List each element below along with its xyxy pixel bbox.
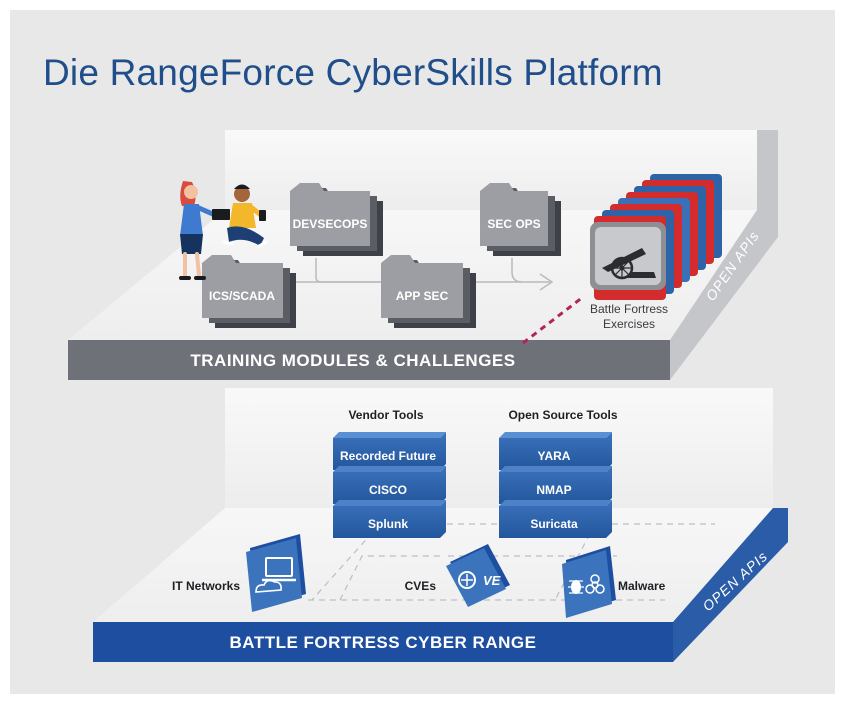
range-layer: BATTLE FORTRESS CYBER RANGE OPEN APIs Ve… [93, 388, 788, 662]
exercise-caption-line2: Exercises [603, 317, 655, 331]
laptop-icon [212, 209, 230, 220]
top-back-wall [225, 130, 757, 210]
tool-label-yara: YARA [538, 449, 571, 463]
bottom-side-face [673, 508, 788, 662]
exercise-caption-line1: Battle Fortress [590, 302, 668, 316]
page-title: Die RangeForce CyberSkills Platform [43, 52, 663, 93]
range-band-label: BATTLE FORTRESS CYBER RANGE [230, 633, 537, 652]
module-label-appsec: APP SEC [396, 289, 449, 303]
bottom-band [93, 622, 673, 662]
feature-malware[interactable]: Malware [562, 546, 666, 618]
training-band-label: TRAINING MODULES & CHALLENGES [190, 351, 515, 370]
tool-label-recorded-future: Recorded Future [340, 449, 436, 463]
tool-disk-yara[interactable]: YARA [499, 432, 612, 470]
feature-cves[interactable]: VE CVEs [405, 544, 510, 607]
feature-it-networks[interactable]: IT Networks [172, 534, 306, 612]
tool-label-nmap: NMAP [536, 483, 571, 497]
module-label-secops: SEC OPS [487, 217, 540, 231]
open-source-tools-heading: Open Source Tools [508, 408, 617, 422]
exercise-dashed-link [522, 295, 584, 345]
diagram-canvas: Die RangeForce CyberSkills Platform [10, 10, 835, 694]
tablet-icon [259, 210, 266, 221]
folder-appsec[interactable]: APP SEC [381, 255, 476, 328]
bug-biohazard-icon [568, 574, 605, 594]
feature-label-cves: CVEs [405, 579, 437, 593]
folder-devsecops[interactable]: DEVSECOPS [290, 183, 383, 256]
laptop-cloud-icon [255, 557, 296, 593]
vendor-tools-stack: Recorded Future CISCO Splunk [333, 432, 446, 538]
top-band [68, 340, 670, 380]
module-label-icsscada: ICS/SCADA [209, 289, 275, 303]
tool-label-splunk: Splunk [368, 517, 408, 531]
tool-disk-cisco[interactable]: CISCO [333, 466, 446, 504]
folder-secops[interactable]: SEC OPS [480, 183, 561, 256]
svg-text:VE: VE [483, 573, 501, 588]
exercise-card-stack[interactable] [590, 174, 722, 300]
vendor-tools-heading: Vendor Tools [348, 408, 423, 422]
connector-secops [511, 258, 523, 283]
feature-label-malware: Malware [618, 579, 666, 593]
open-source-tools-stack: YARA NMAP Suricata [499, 432, 612, 538]
connector-arrowhead [539, 273, 554, 291]
learners-illustration [179, 181, 268, 280]
tool-label-suricata: Suricata [530, 517, 578, 531]
top-side-face [670, 130, 778, 380]
tool-disk-nmap[interactable]: NMAP [499, 466, 612, 504]
tool-disk-recorded-future[interactable]: Recorded Future [333, 432, 446, 470]
woman-figure [179, 181, 218, 280]
tool-disk-suricata[interactable]: Suricata [499, 500, 612, 538]
training-layer: TRAINING MODULES & CHALLENGES OPEN APIs … [68, 130, 778, 380]
man-figure [222, 184, 268, 248]
cannon-icon [602, 248, 656, 280]
tool-disk-splunk[interactable]: Splunk [333, 500, 446, 538]
tool-label-cisco: CISCO [369, 483, 407, 497]
platform-diagram: TRAINING MODULES & CHALLENGES OPEN APIs … [68, 130, 788, 662]
module-connectors [294, 258, 554, 291]
cve-icon: VE [458, 571, 501, 589]
folder-icsscada[interactable]: ICS/SCADA [202, 255, 296, 328]
module-label-devsecops: DEVSECOPS [293, 217, 368, 231]
feature-label-it-networks: IT Networks [172, 579, 240, 593]
